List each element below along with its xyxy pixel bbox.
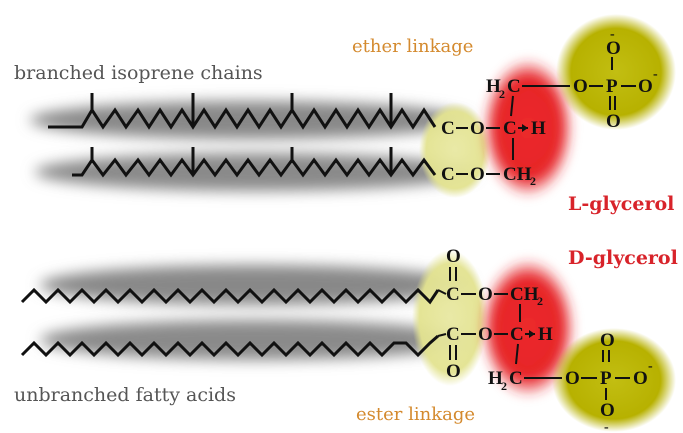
shadow-top-1 xyxy=(30,101,470,139)
atom-c: C xyxy=(441,164,455,185)
atom-h: H xyxy=(488,368,503,389)
label-l-glycerol: L-glycerol xyxy=(568,193,674,215)
label-ether-linkage: ether linkage xyxy=(352,36,473,57)
label-branched-isoprene-chains: branched isoprene chains xyxy=(14,62,263,84)
label-unbranched-fatty-acids: unbranched fatty acids xyxy=(14,384,236,406)
atom-o: O xyxy=(446,361,461,382)
atom-o: O xyxy=(470,118,485,139)
atom-o: O xyxy=(446,246,461,267)
subscript-2: 2 xyxy=(501,379,507,393)
atom-ch: CH xyxy=(503,164,532,185)
atom-o: O xyxy=(478,284,493,305)
atom-o: O xyxy=(573,76,588,97)
shadow-bottom-2 xyxy=(40,320,470,360)
atom-o: O xyxy=(606,38,621,59)
charge-minus: - xyxy=(653,67,658,82)
atom-p: P xyxy=(606,76,618,97)
atom-p: P xyxy=(600,368,612,389)
atom-o: O xyxy=(478,324,493,345)
ester-linkage-blob xyxy=(412,250,488,386)
charge-minus: - xyxy=(604,420,609,433)
phosphate-blob-top xyxy=(556,14,676,130)
atom-h: H xyxy=(531,118,546,139)
atom-o: O xyxy=(565,368,580,389)
subscript-2: 2 xyxy=(537,294,543,308)
label-d-glycerol: D-glycerol xyxy=(568,247,678,269)
ether-linkage-blob xyxy=(419,102,491,198)
fatty-acid-chain-2 xyxy=(20,334,439,358)
shadow-bottom-1 xyxy=(40,265,470,305)
atom-c: C xyxy=(510,324,524,345)
atom-o: O xyxy=(470,164,485,185)
subscript-2: 2 xyxy=(530,174,536,188)
ether-lipid-headgroup: C O C H H 2 C C O CH 2 O P O - O - O xyxy=(441,27,658,188)
atom-o: O xyxy=(638,76,653,97)
ester-lipid-headgroup: O C O CH 2 C O O C H H 2 C O P O - xyxy=(437,246,653,433)
charge-minus: - xyxy=(610,27,615,42)
atom-o: O xyxy=(600,330,615,351)
subscript-2: 2 xyxy=(499,87,505,101)
isoprene-chain-2 xyxy=(72,147,437,178)
fatty-acid-chain-1 xyxy=(20,287,440,305)
atom-c: C xyxy=(441,118,455,139)
phosphate-blob-bottom xyxy=(552,328,676,432)
tail-shadows xyxy=(30,101,475,360)
atom-h: H xyxy=(486,76,501,97)
atom-c: C xyxy=(509,368,523,389)
atom-c: C xyxy=(503,118,517,139)
atom-o: O xyxy=(606,111,621,132)
atom-c: C xyxy=(446,324,460,345)
atom-o: O xyxy=(600,400,615,421)
charge-minus: - xyxy=(648,359,653,374)
atom-h: H xyxy=(538,324,553,345)
atom-c: C xyxy=(507,76,521,97)
atom-o: O xyxy=(633,368,648,389)
label-ester-linkage: ester linkage xyxy=(356,404,475,425)
atom-ch: CH xyxy=(510,284,539,305)
atom-c: C xyxy=(446,284,460,305)
isoprene-chain-1 xyxy=(48,93,437,130)
